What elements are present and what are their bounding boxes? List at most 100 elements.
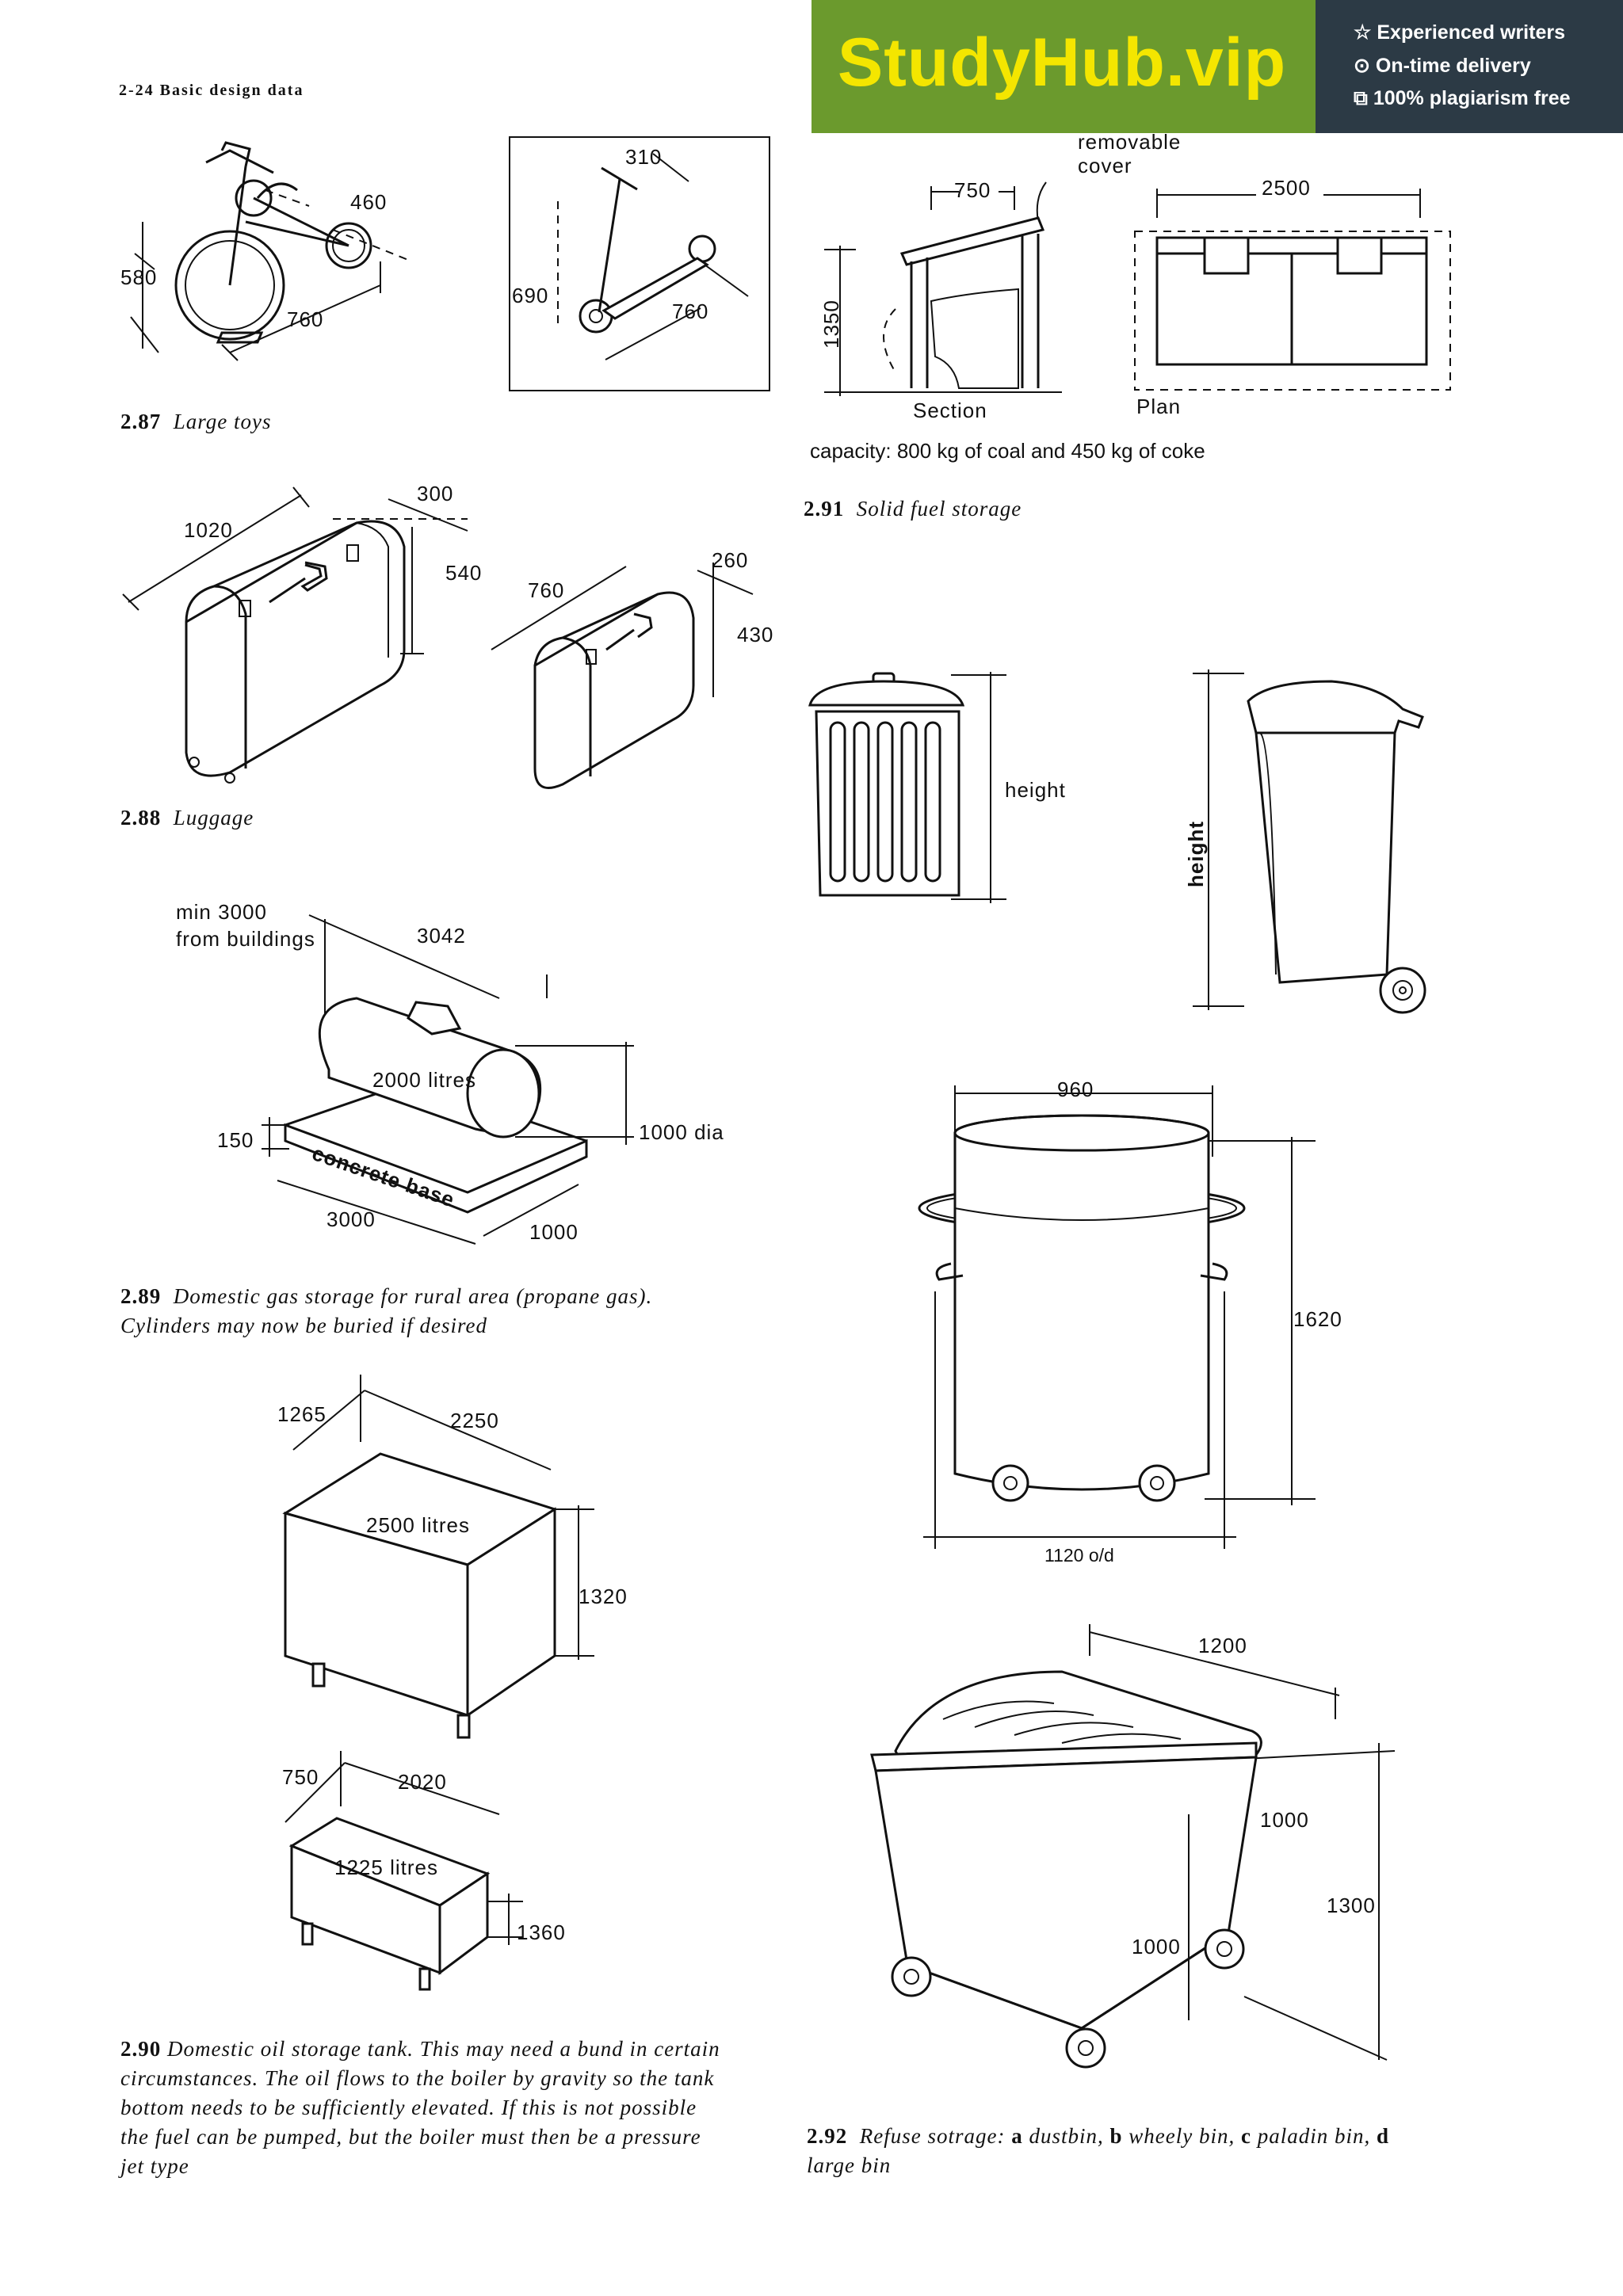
gas-length-label: 3042 [417,924,466,948]
wheely-bin-body [1256,733,1395,982]
large-bin-height-label: 1300 [1327,1894,1376,1917]
tricycle-rear-wheel-left [236,181,271,215]
dustbin-drawing [800,658,1070,919]
large-suitcase-body [186,521,404,776]
ad-feature-delivery: ⊙ On-time delivery [1354,55,1531,77]
tricycle-drawing [111,135,444,388]
gas-tank-drawing [254,903,705,1260]
paladin-height-label: 1620 [1293,1307,1342,1331]
caption-2-92: 2.92 Refuse sotrage: a dustbin, b wheely… [807,2124,1390,2177]
bunker-fill [931,289,1018,388]
caption-2-88: 2.88 Luggage [120,806,254,830]
gas-min-distance-note: min 3000 from buildings [176,900,315,951]
oil-tank-small-height-label: 1360 [517,1920,566,1944]
fuel-capacity-note: capacity: 800 kg of coal and 450 kg of c… [810,439,1205,463]
oil-tank-large-capacity-label: 2500 litres [366,1513,470,1537]
ad-banner-logo[interactable]: StudyHub.vip [837,25,1287,101]
small-suitcase-length-label: 760 [528,578,565,602]
oil-tank-large-length-label: 2250 [450,1409,499,1432]
oil-tank-small-depth-label: 750 [282,1765,319,1789]
scooter-rear-wheel [689,236,715,261]
large-suitcase-depth-label: 300 [417,482,454,505]
oil-tank-large-drawing [269,1371,634,1727]
section-width-label: 750 [954,178,991,202]
coal-bunker-section-drawing [808,166,1070,404]
small-suitcase-depth-label: 260 [712,548,749,572]
paladin-handle-right [1201,1264,1227,1280]
large-bin-width-label: 1200 [1198,1634,1247,1657]
large-bin-wheel-front [1067,2029,1105,2067]
copy-icon: ⧉ [1354,87,1368,109]
wheely-bin-drawing [1165,658,1466,1014]
gas-base-width-label: 1000 [529,1220,579,1244]
plan-hatch-left [1205,238,1248,273]
small-suitcase-body [535,593,693,788]
coal-bunker-plan-drawing [1125,174,1458,404]
tricycle-length-label: 460 [350,190,388,214]
gas-base-length-label: 3000 [327,1207,376,1231]
paladin-wheel-right [1140,1466,1174,1501]
oil-tank-small-drawing [277,1743,594,2012]
paladin-overall-label: 1120 o/d [1044,1545,1114,1566]
wheely-bin-lid [1248,681,1423,733]
small-suitcase-height-label: 430 [737,623,774,646]
caption-2-91: 2.91 Solid fuel storage [804,497,1022,521]
large-bin-depth-label: 1000 [1260,1808,1309,1832]
scooter-deck [604,258,707,318]
large-bin-body-height-label: 1000 [1132,1935,1181,1958]
caption-2-90: 2.90 Domestic oil storage tank. This may… [120,2037,720,2178]
dustbin-lid [810,681,963,705]
scooter-length-label: 760 [672,299,709,323]
large-bin-wheel-right [1205,1930,1243,1968]
scooter-handle-label: 310 [625,145,663,169]
caption-2-89: 2.89 Domestic gas storage for rural area… [120,1284,653,1337]
paladin-wheel-left [993,1466,1028,1501]
paladin-bin-drawing [919,1077,1331,1553]
paladin-handle-left [937,1264,963,1280]
dustbin-height-label: height [1005,778,1066,802]
gas-concrete-base [285,1125,586,1212]
tricycle-front-wheel [176,231,284,339]
ad-banner-brand-panel[interactable] [812,0,1316,133]
gas-base-height-label: 150 [217,1128,254,1152]
paladin-body [955,1133,1209,1489]
tricycle-rear-wheel-right [327,223,371,268]
plan-width-label: 2500 [1262,176,1311,200]
scooter-height-label: 690 [512,284,549,307]
gas-capacity-label: 2000 litres [372,1068,476,1092]
oil-tank-small-capacity-label: 1225 litres [334,1855,438,1879]
wheely-bin-wheel [1381,968,1425,1013]
removable-cover-label: removable cover [1078,130,1182,177]
tricycle-width-label: 760 [287,307,324,331]
tricycle-pedal [218,333,262,342]
section-height-label: 1350 [819,299,843,349]
oil-tank-large-depth-label: 1265 [277,1402,327,1426]
ad-banner-features-panel [1316,0,1623,133]
plan-hatch-right [1338,238,1381,273]
small-suitcase-drawing [475,539,777,792]
oil-tank-small-length-label: 2020 [398,1770,447,1794]
paladin-width-label: 960 [1057,1077,1094,1101]
plan-outline [1135,231,1450,390]
caption-2-87: 2.87 Large toys [120,410,272,433]
scooter-drawing [510,138,766,387]
page-header: 2-24 Basic design data [119,82,304,99]
bunker-lid [902,218,1043,265]
large-bin-drawing [856,1616,1411,2092]
large-suitcase-drawing [119,467,499,792]
ad-feature-plagiarism: ⧉ 100% plagiarism free [1354,87,1571,109]
large-suitcase-length-label: 1020 [184,518,233,542]
scooter-frame [509,136,770,391]
large-bin-wheel-left [892,1958,930,1996]
large-suitcase-height-label: 540 [445,561,483,585]
gas-diameter-label: 1000 dia [639,1120,724,1144]
star-icon: ☆ [1354,21,1372,44]
tricycle-height-label: 580 [120,265,158,289]
ad-feature-writers: ☆ Experienced writers [1354,21,1565,44]
oil-tank-large-height-label: 1320 [579,1585,628,1608]
gas-valve-housing [408,1002,460,1034]
plan-label: Plan [1136,395,1182,418]
clock-icon: ⊙ [1354,55,1370,77]
section-label: Section [913,399,987,422]
wheely-bin-height-label: height [1184,821,1208,887]
